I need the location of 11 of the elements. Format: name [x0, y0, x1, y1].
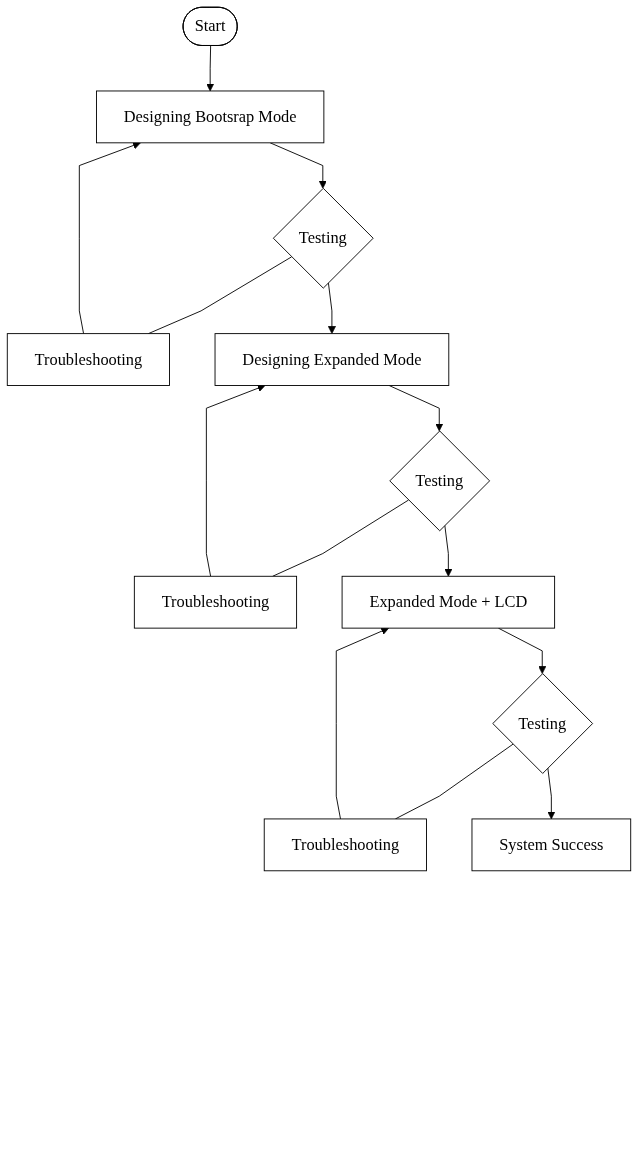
node-diamond: Testing: [389, 430, 491, 532]
node-box: Expanded Mode + LCD: [341, 575, 556, 629]
node-box: Designing Bootsrap Mode: [96, 90, 325, 144]
node-box: Designing Expanded Mode: [214, 333, 450, 386]
connector: [272, 499, 409, 577]
node-diamond: Testing: [272, 187, 374, 289]
node-box: System Success: [471, 818, 632, 872]
node-diamond: Testing: [492, 673, 594, 774]
node-box: Troubleshooting: [263, 818, 427, 872]
node-box: Troubleshooting: [6, 333, 170, 386]
node-box: Troubleshooting: [133, 575, 298, 629]
